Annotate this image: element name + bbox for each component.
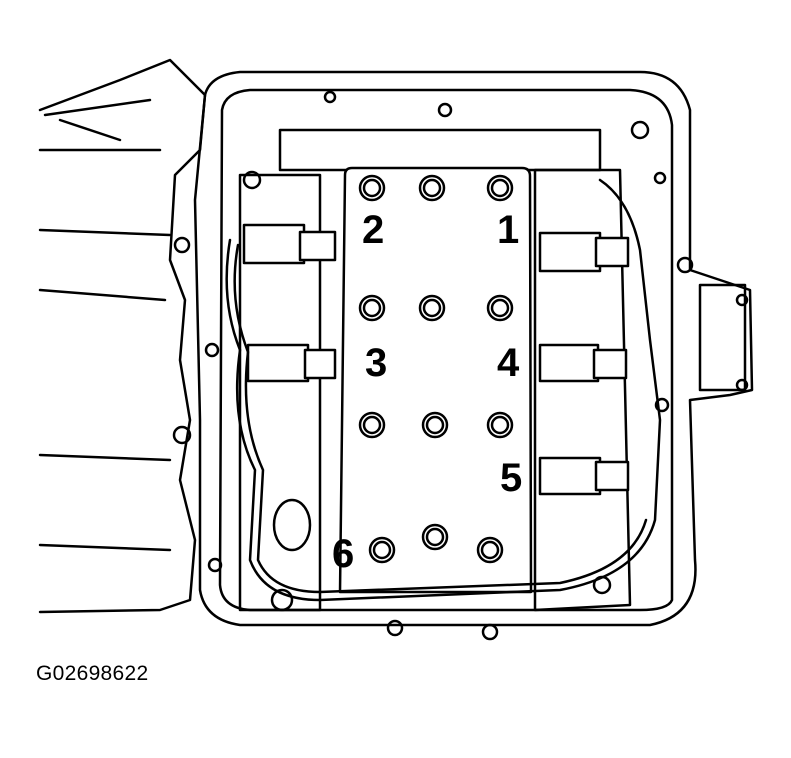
label-solenoid-5: 5 — [500, 456, 522, 500]
wire-harness — [225, 178, 662, 612]
solenoid-number-labels: 1 2 3 4 5 6 — [332, 208, 522, 576]
pan-flange — [193, 70, 754, 627]
label-solenoid-6: 6 — [332, 532, 354, 576]
label-solenoid-4: 4 — [497, 341, 520, 385]
valve-body — [238, 128, 632, 612]
right-bracket — [698, 283, 749, 392]
label-solenoid-2: 2 — [362, 208, 384, 252]
center-plate — [338, 166, 533, 594]
label-solenoid-3: 3 — [365, 341, 387, 385]
transmission-case — [38, 58, 207, 614]
plate-bolts — [358, 174, 514, 564]
figure-id-caption: G02698622 — [36, 662, 149, 685]
solenoids — [242, 223, 630, 496]
label-solenoid-1: 1 — [497, 208, 519, 252]
